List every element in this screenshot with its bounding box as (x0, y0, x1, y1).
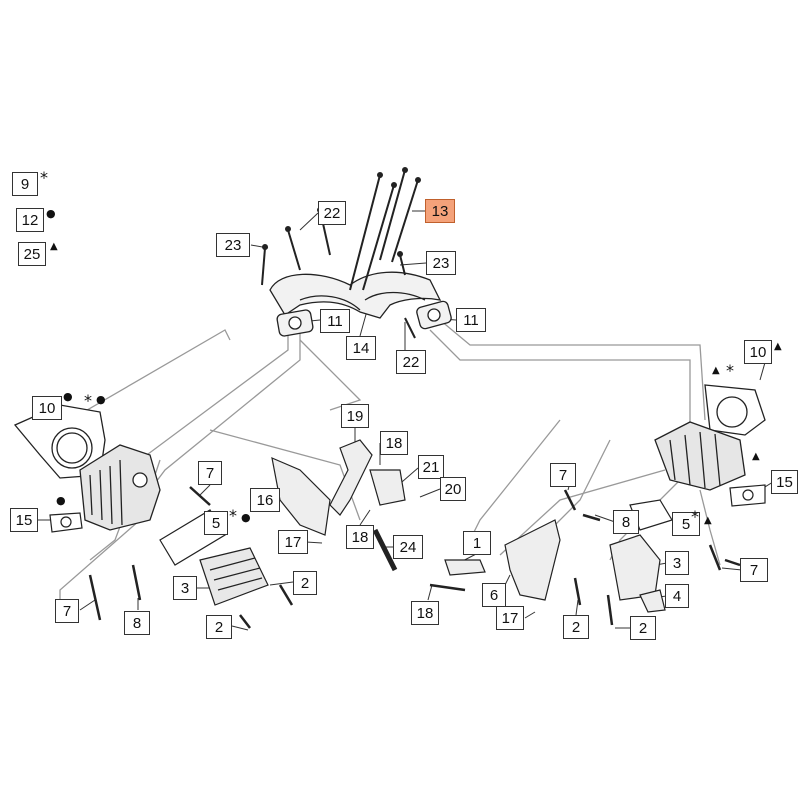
callout-16[interactable]: 16 (250, 488, 280, 512)
callout-20[interactable]: 20 (440, 477, 466, 501)
callout-5-left[interactable]: 5 (204, 511, 228, 535)
callout-2-left-bottom[interactable]: 2 (206, 615, 232, 639)
legend-star-symbol: * (40, 168, 48, 187)
callout-21[interactable]: 21 (418, 455, 444, 479)
callout-10-right[interactable]: 10 (744, 340, 772, 364)
mark-dot-10-left: ● (63, 390, 73, 403)
callout-11-left[interactable]: 11 (320, 309, 350, 333)
left-bolts (88, 486, 294, 629)
mark-triangle-right-gasket: ▲ (712, 365, 720, 376)
callout-24[interactable]: 24 (393, 535, 423, 559)
mark-dot-left-gasket: ● (96, 393, 106, 406)
callout-15-left[interactable]: 15 (10, 508, 38, 532)
callout-7-right-bottom[interactable]: 7 (740, 558, 768, 582)
left-head-gasket (13, 404, 106, 479)
callout-23-left[interactable]: 23 (216, 233, 250, 257)
callout-13[interactable]: 13 (425, 199, 455, 223)
callout-7-right-top[interactable]: 7 (550, 463, 576, 487)
right-head-gasket (704, 384, 766, 436)
callout-10-left[interactable]: 10 (32, 396, 62, 420)
studs (261, 169, 419, 339)
callout-17-right[interactable]: 17 (496, 606, 524, 630)
legend-box-25[interactable]: 25 (18, 242, 46, 266)
right-bolts (429, 489, 741, 626)
mark-star-right-gasket: * (726, 361, 734, 380)
callout-6[interactable]: 6 (482, 583, 506, 607)
callout-8-left[interactable]: 8 (124, 611, 150, 635)
right-shrouds (444, 499, 673, 613)
callout-4[interactable]: 4 (665, 584, 689, 608)
legend-triangle-symbol: ▲ (50, 241, 58, 252)
mark-star-left-gasket: * (84, 391, 92, 410)
mark-star-5-right: * (691, 507, 699, 526)
callout-23-right[interactable]: 23 (426, 251, 456, 275)
callout-22-top[interactable]: 22 (318, 201, 346, 225)
callout-19[interactable]: 19 (341, 404, 369, 428)
callout-18-mid[interactable]: 18 (346, 525, 374, 549)
left-cylinder-head (79, 444, 161, 531)
mark-triangle-5-right: ▲ (704, 515, 712, 526)
legend-dot-symbol: ● (46, 207, 56, 220)
mark-triangle-right-head: ▲ (752, 451, 760, 462)
callout-22-bottom[interactable]: 22 (396, 350, 426, 374)
right-cylinder-head (654, 421, 746, 491)
mark-star-5-left: * (229, 506, 237, 525)
legend-box-12[interactable]: 12 (16, 208, 44, 232)
legend-box-9[interactable]: 9 (12, 172, 38, 196)
mark-dot-left-head: ● (56, 494, 66, 507)
mark-triangle-10-right: ▲ (774, 341, 782, 352)
callout-7-left-top[interactable]: 7 (198, 461, 222, 485)
mark-dot-5-left: ● (241, 511, 251, 524)
callout-2-right-left[interactable]: 2 (563, 615, 589, 639)
intake-gaskets (49, 484, 766, 533)
intake-manifold (269, 271, 452, 337)
callout-1[interactable]: 1 (463, 531, 491, 555)
callout-2-left-top[interactable]: 2 (293, 571, 317, 595)
callout-5-right[interactable]: 5 (672, 512, 700, 536)
callout-3-left[interactable]: 3 (173, 576, 197, 600)
callout-17-left[interactable]: 17 (278, 530, 308, 554)
callout-7-left-bottom[interactable]: 7 (55, 599, 79, 623)
callout-3-right[interactable]: 3 (665, 551, 689, 575)
callout-8-right[interactable]: 8 (613, 510, 639, 534)
callout-18-top[interactable]: 18 (380, 431, 408, 455)
callout-18-right[interactable]: 18 (411, 601, 439, 625)
callout-11-right[interactable]: 11 (456, 308, 486, 332)
callout-15-right[interactable]: 15 (771, 470, 798, 494)
callout-2-right-right[interactable]: 2 (630, 616, 656, 640)
callout-14[interactable]: 14 (346, 336, 376, 360)
bracket-parts (271, 439, 406, 572)
